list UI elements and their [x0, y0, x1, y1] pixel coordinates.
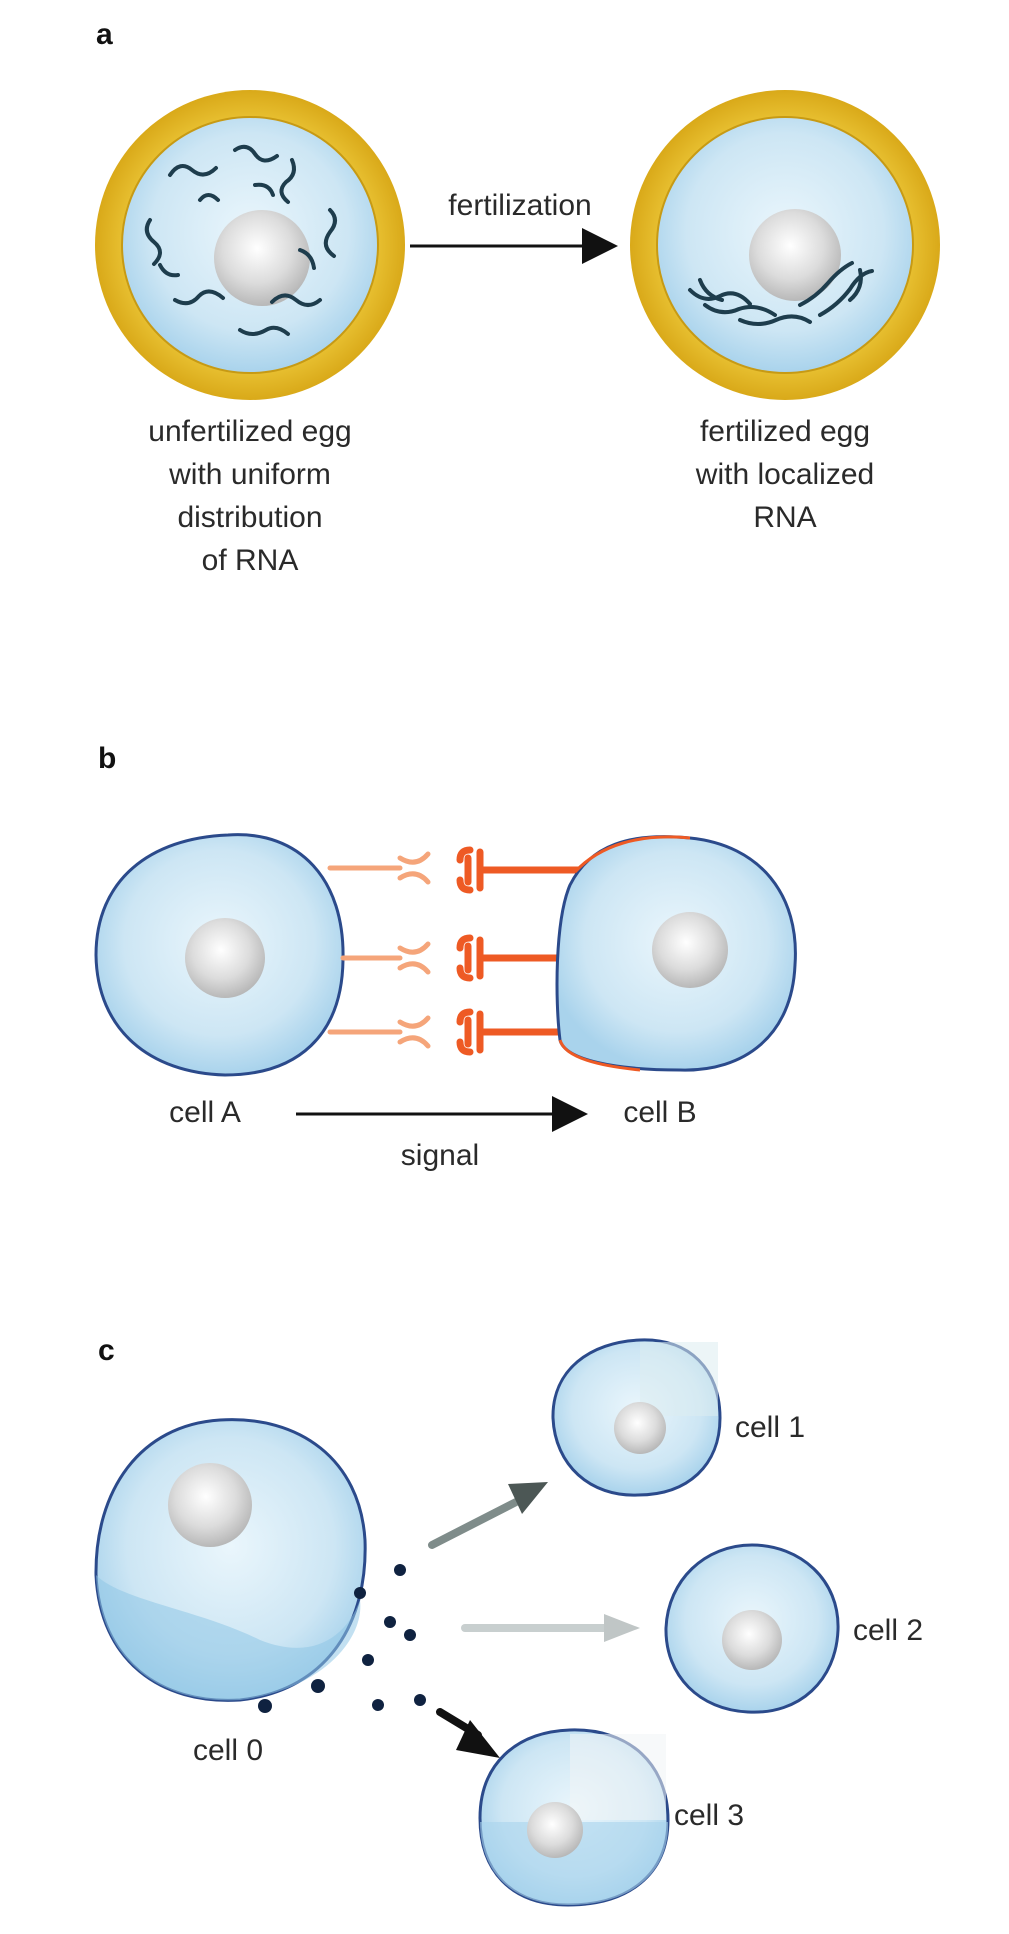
fertilized-egg: [630, 90, 940, 400]
cell-a: [96, 835, 343, 1075]
cell-0: [96, 1420, 374, 1713]
signal-label: signal: [401, 1139, 479, 1172]
fertilization-label: fertilization: [448, 189, 591, 222]
cell-b-label: cell B: [623, 1096, 696, 1129]
cell-2: [666, 1545, 838, 1712]
unfertilized-caption: unfertilized egg with uniform distributi…: [148, 415, 351, 577]
cell-1-label: cell 1: [735, 1411, 805, 1444]
caption-line: with uniform: [168, 458, 331, 491]
cell-2-nucleus: [722, 1610, 782, 1670]
caption-line: fertilized egg: [700, 415, 870, 448]
caption-line: distribution: [177, 501, 322, 534]
arrow-to-cell-3: [440, 1712, 500, 1758]
caption-line: with localized: [695, 458, 874, 491]
unfertilized-egg: [95, 90, 405, 400]
cell-a-nucleus: [185, 918, 265, 998]
cell-3-nucleus: [527, 1802, 583, 1858]
cell-b-nucleus: [652, 912, 728, 988]
caption-line: unfertilized egg: [148, 415, 351, 448]
secreted-signals: [372, 1564, 426, 1711]
fertilized-caption: fertilized egg with localized RNA: [695, 415, 874, 534]
cell-1: [553, 1340, 720, 1495]
arrow-to-cell-2: [465, 1614, 640, 1642]
cell-3: [480, 1730, 668, 1905]
caption-line: of RNA: [202, 544, 299, 577]
caption-line: RNA: [753, 501, 816, 534]
cell-2-label: cell 2: [853, 1614, 923, 1647]
cell-1-nucleus: [614, 1402, 666, 1454]
panel-c-letter: c: [98, 1334, 115, 1367]
panel-a-letter: a: [96, 18, 113, 51]
cell-a-ligands: [330, 854, 428, 1046]
cell-a-label: cell A: [169, 1096, 241, 1129]
cell-b: [557, 837, 795, 1070]
cell-3-label: cell 3: [674, 1799, 744, 1832]
egg-nucleus: [214, 210, 310, 306]
cell-0-label: cell 0: [193, 1734, 263, 1767]
egg-nucleus: [749, 209, 841, 301]
cell-0-nucleus: [168, 1463, 252, 1547]
arrow-to-cell-1: [432, 1482, 548, 1545]
panel-b-letter: b: [98, 742, 116, 775]
